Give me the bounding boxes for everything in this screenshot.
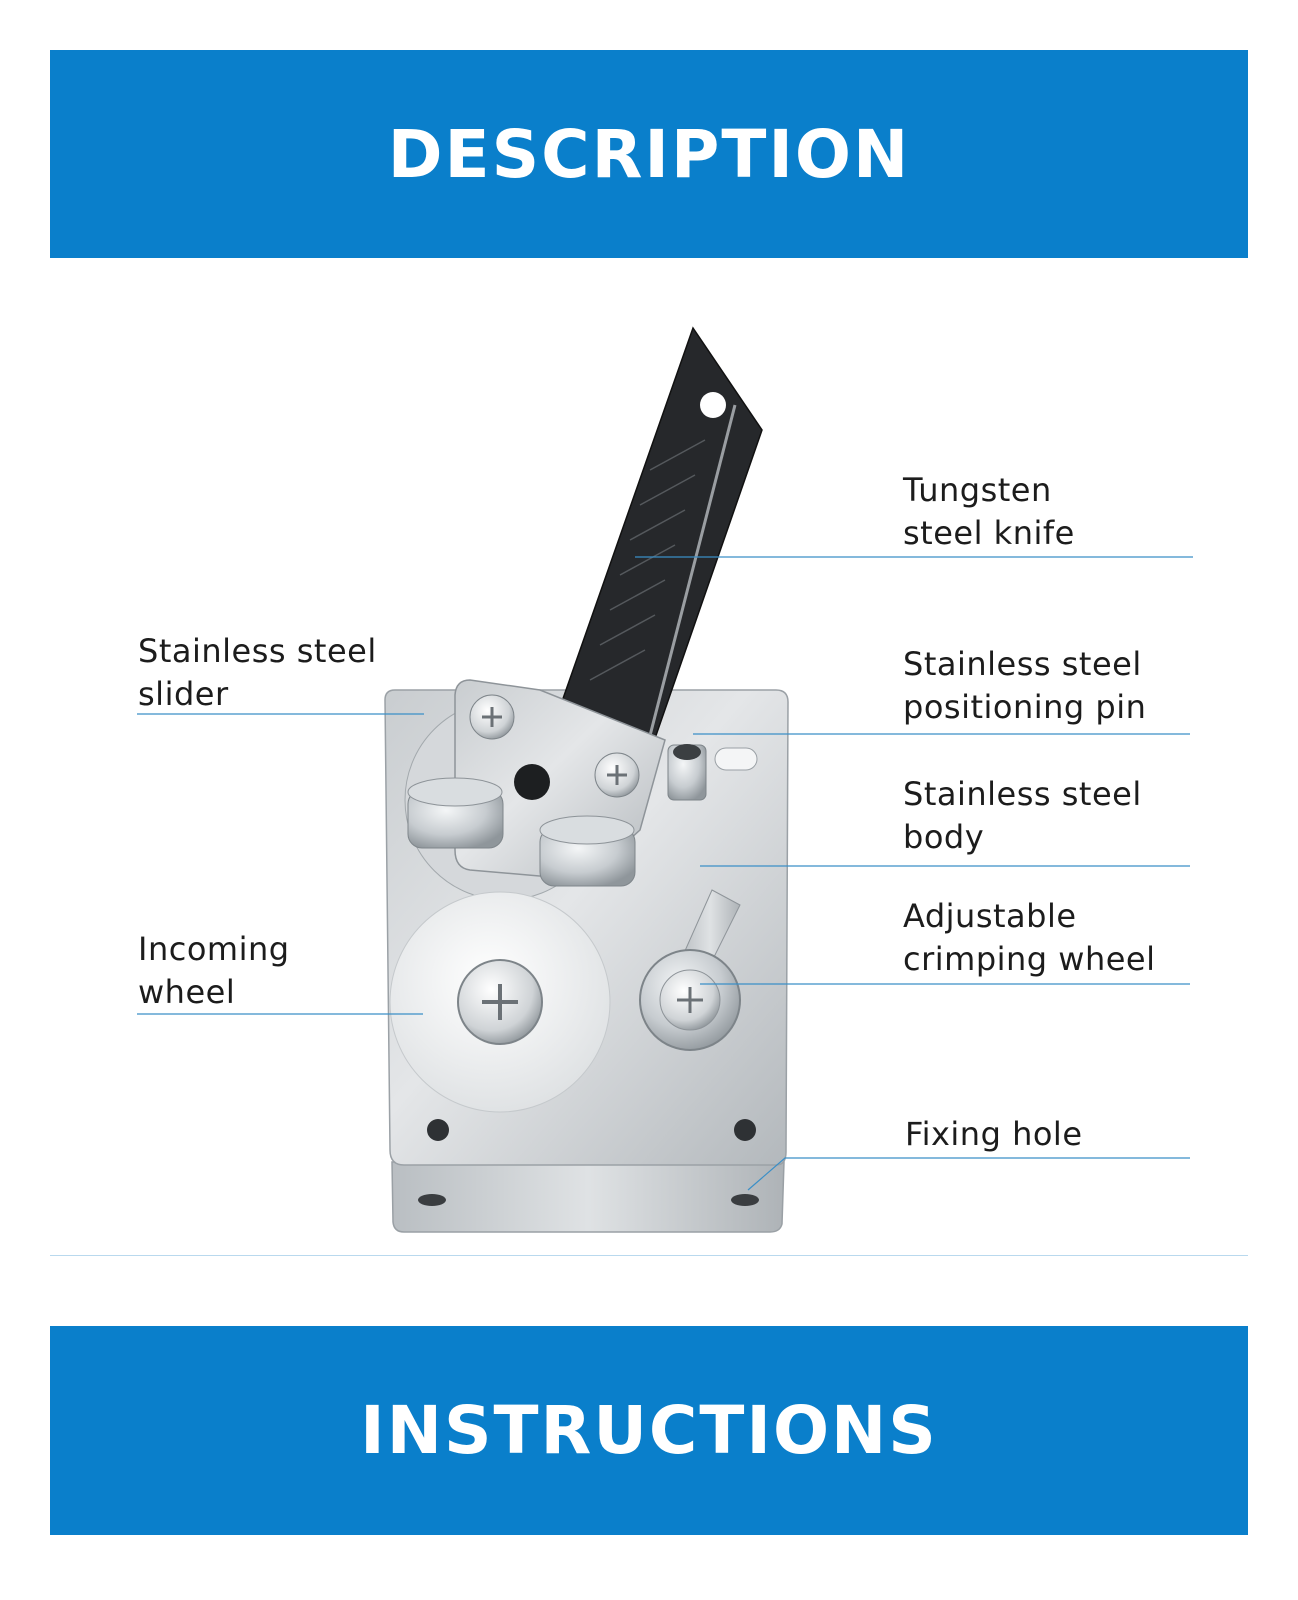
description-banner: DESCRIPTION [50, 50, 1248, 258]
label-incoming-wheel: Incoming wheel [138, 930, 290, 1011]
thumb-knob [539, 815, 636, 887]
positioning-pin [667, 744, 707, 801]
label-stainless-steel-body: Stainless steel body [903, 775, 1142, 856]
thumb-knob [407, 777, 504, 849]
label-stainless-steel-slider: Stainless steel slider [138, 632, 377, 713]
fixing-hole [427, 1119, 449, 1141]
label-tungsten-steel-knife: Tungsten steel knife [903, 471, 1075, 552]
label-positioning-pin: Stainless steel positioning pin [903, 645, 1147, 726]
label-fixing-hole: Fixing hole [905, 1115, 1083, 1153]
fixing-hole [731, 1194, 759, 1206]
base-flange [391, 1161, 785, 1233]
fixing-hole [734, 1119, 756, 1141]
pin-slot [714, 747, 758, 771]
label-adjustable-crimping-wheel: Adjustable crimping wheel [903, 897, 1156, 978]
rivet [514, 764, 550, 800]
fixing-hole-leader [747, 1157, 1190, 1191]
fixing-hole [418, 1194, 446, 1206]
section-divider [50, 1255, 1248, 1256]
leader-lines [137, 556, 1193, 1191]
instructions-banner: INSTRUCTIONS [50, 1326, 1248, 1535]
knife-blade [551, 326, 763, 772]
